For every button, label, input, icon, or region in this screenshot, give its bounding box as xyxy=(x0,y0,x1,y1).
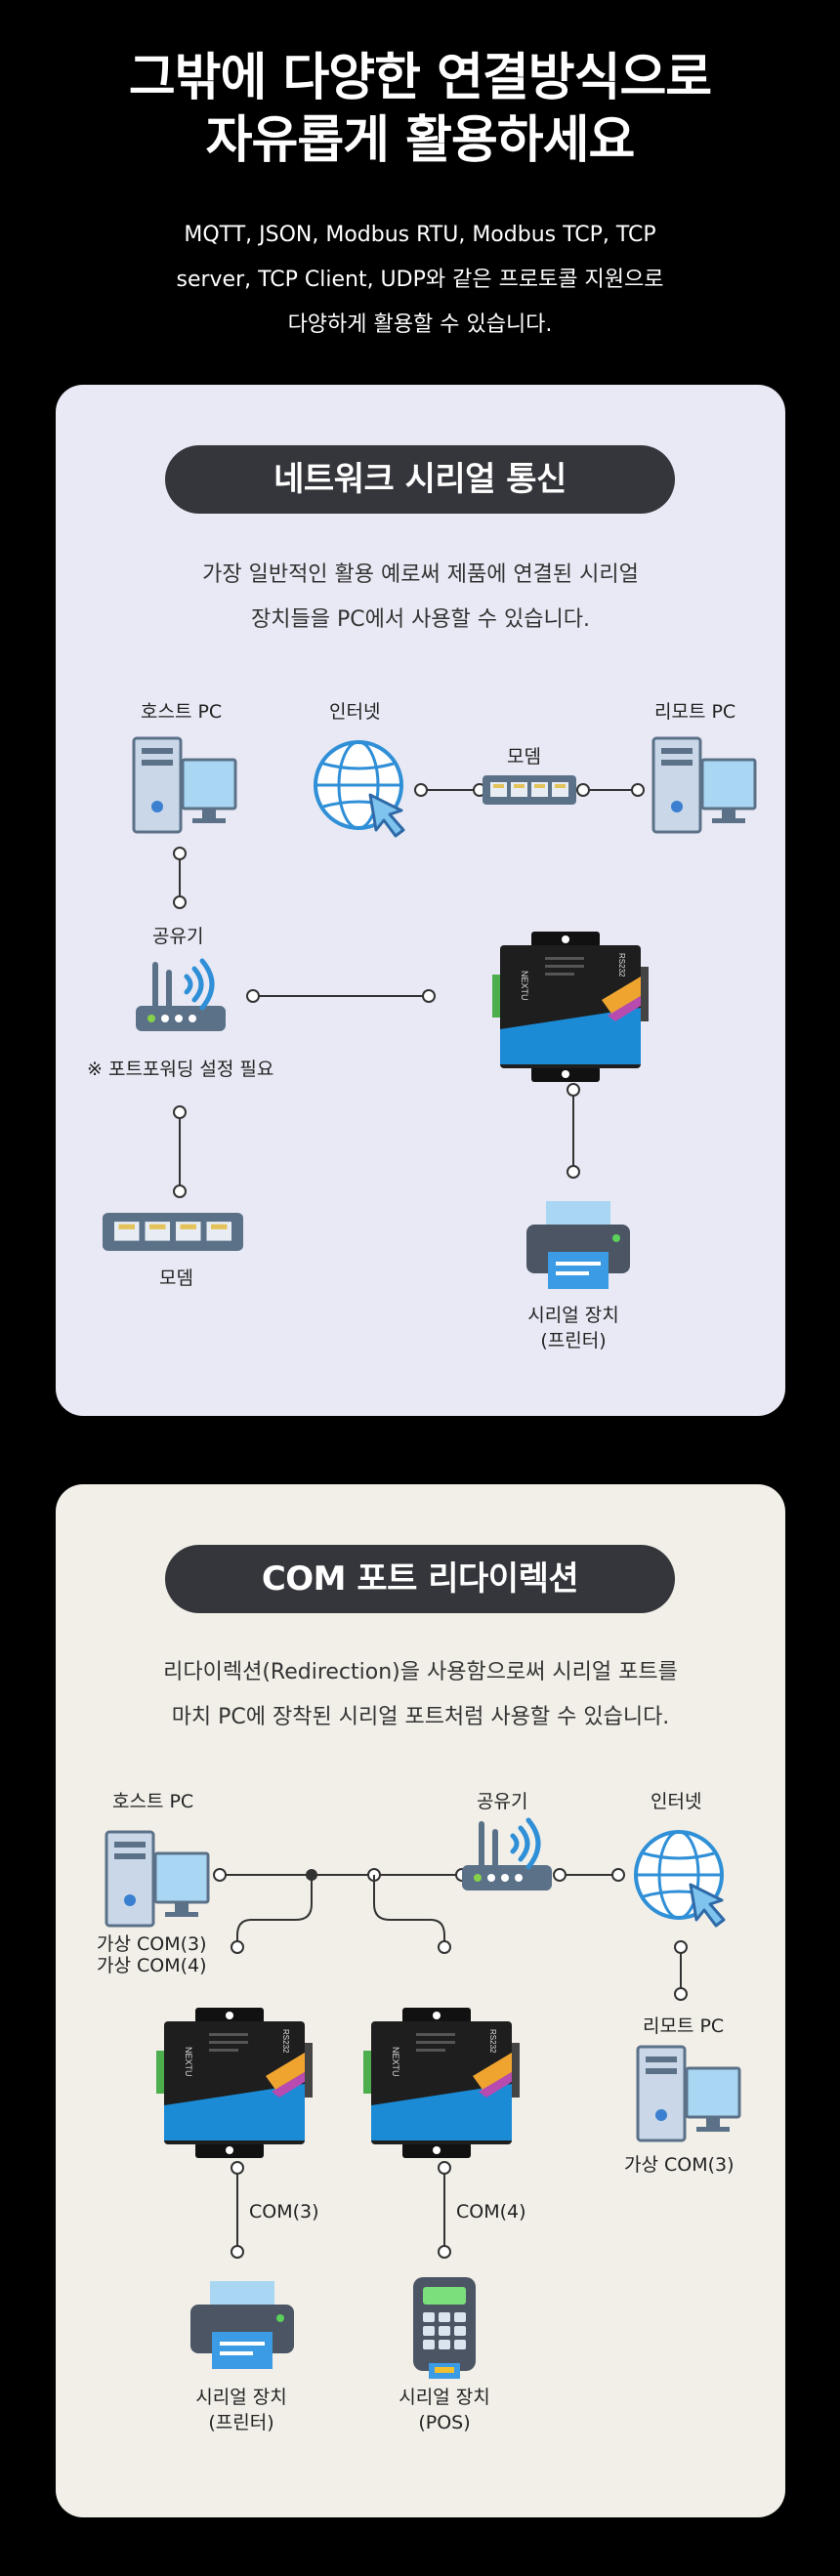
network-serial-panel: 네트워크 시리얼 통신 가장 일반적인 활용 예로써 제품에 연결된 시리얼 장… xyxy=(56,385,785,1416)
modem-icon xyxy=(483,775,576,805)
connector-dot xyxy=(231,2161,244,2175)
connector-dot xyxy=(173,847,187,860)
pos-device-sub-label: (POS) xyxy=(418,2412,471,2433)
connector-dot xyxy=(438,1940,451,1954)
connector-dot xyxy=(231,2245,244,2259)
connector-dot xyxy=(422,989,436,1003)
router-icon xyxy=(462,1820,552,1890)
internet-label: 인터넷 xyxy=(329,701,381,723)
internet-globe-icon xyxy=(634,1830,726,1928)
host-pc-icon xyxy=(105,1830,210,1928)
connector-dot xyxy=(674,1987,688,2001)
hero-title: 그밖에 다양한 연결방식으로 자유롭게 활용하세요 xyxy=(0,47,840,172)
virtual-com3-label: 가상 COM(3) xyxy=(97,1933,207,1955)
bus-to-device2-line xyxy=(373,1875,445,1947)
hero-desc-line1: MQTT, JSON, Modbus RTU, Modbus TCP, TCP xyxy=(184,223,656,247)
connector-dot xyxy=(231,1940,244,1954)
modem-label: 모뎀 xyxy=(507,746,541,768)
section1-desc-line2: 장치들을 PC에서 사용할 수 있습니다. xyxy=(251,607,590,632)
connector-dot xyxy=(674,1940,688,1954)
serial-server-device-icon xyxy=(492,932,649,1082)
serial-device-sub-label: (프린터) xyxy=(540,1330,607,1351)
connector-dot xyxy=(173,1105,187,1119)
connector-dot xyxy=(414,783,428,797)
pos-terminal-icon xyxy=(413,2277,476,2379)
connector-dot xyxy=(567,1083,580,1097)
network-serial-diagram xyxy=(103,736,757,1289)
serial-device-label: 시리얼 장치 xyxy=(527,1305,619,1326)
internet-label: 인터넷 xyxy=(651,1791,702,1812)
com4-label: COM(4) xyxy=(456,2201,526,2223)
section2-desc-line1: 리다이렉션(Redirection)을 사용함으로써 시리얼 포트를 xyxy=(163,1660,678,1684)
remote-pc-icon xyxy=(651,736,757,834)
serial-server-device-1-icon xyxy=(156,2008,313,2158)
connector-dot xyxy=(567,1165,580,1179)
serial-server-device-2-icon xyxy=(363,2008,520,2158)
hero-title-line1: 그밖에 다양한 연결방식으로 xyxy=(128,49,712,107)
remote-pc-label: 리모트 PC xyxy=(654,701,736,723)
host-pc-label: 호스트 PC xyxy=(112,1791,194,1812)
modem-icon xyxy=(103,1213,243,1251)
connector-dot xyxy=(173,895,187,909)
com3-label: COM(3) xyxy=(249,2201,319,2223)
hero-description: MQTT, JSON, Modbus RTU, Modbus TCP, TCP … xyxy=(0,213,840,348)
section2-description: 리다이렉션(Redirection)을 사용함으로써 시리얼 포트를 마치 PC… xyxy=(56,1650,785,1740)
connector-dot xyxy=(246,989,260,1003)
section1-title: 네트워크 시리얼 통신 xyxy=(165,445,675,514)
connector-dot xyxy=(553,1868,567,1882)
remote-pc-label: 리모트 PC xyxy=(643,2015,725,2037)
remote-pc-icon xyxy=(636,2045,741,2142)
printer-icon xyxy=(190,2281,294,2369)
connector-dot xyxy=(438,2245,451,2259)
bus-to-device1-line xyxy=(236,1875,313,1947)
printer-device-sub-label: (프린터) xyxy=(208,2412,274,2433)
virtual-com4-label: 가상 COM(4) xyxy=(97,1955,207,1976)
internet-globe-icon xyxy=(314,740,405,838)
printer-device-label: 시리얼 장치 xyxy=(195,2387,287,2408)
router-label: 공유기 xyxy=(152,926,204,947)
section1-description: 가장 일반적인 활용 예로써 제품에 연결된 시리얼 장치들을 PC에서 사용할… xyxy=(56,553,785,643)
modem-bottom-label: 모뎀 xyxy=(159,1267,193,1289)
host-pc-icon xyxy=(132,736,237,834)
hero-desc-line2: server, TCP Client, UDP와 같은 프로토콜 지원으로 xyxy=(176,268,664,292)
router-icon xyxy=(136,961,226,1031)
hero-desc-line3: 다양하게 활용할 수 있습니다. xyxy=(287,312,553,337)
port-forwarding-note: ※ 포트포워딩 설정 필요 xyxy=(87,1059,274,1080)
connector-dot xyxy=(438,2161,451,2175)
router-label: 공유기 xyxy=(477,1791,528,1812)
hero-title-line2: 자유롭게 활용하세요 xyxy=(205,111,636,170)
com-redirection-diagram xyxy=(105,1484,741,2379)
connector-dot xyxy=(631,783,645,797)
connector-dot xyxy=(576,783,590,797)
remote-virtual-com3-label: 가상 COM(3) xyxy=(624,2154,735,2176)
connector-dot xyxy=(611,1868,625,1882)
connector-dot xyxy=(213,1868,227,1882)
pos-device-label: 시리얼 장치 xyxy=(399,2387,490,2408)
connector-dot xyxy=(173,1184,187,1198)
section2-title: COM 포트 리다이렉션 xyxy=(165,1545,675,1613)
host-pc-label: 호스트 PC xyxy=(141,701,223,723)
printer-icon xyxy=(526,1201,630,1289)
section2-desc-line2: 마치 PC에 장착된 시리얼 포트처럼 사용할 수 있습니다. xyxy=(171,1705,670,1729)
com-redirection-panel: COM 포트 리다이렉션 리다이렉션(Redirection)을 사용함으로써 … xyxy=(56,1484,785,2517)
section1-desc-line1: 가장 일반적인 활용 예로써 제품에 연결된 시리얼 xyxy=(202,562,639,587)
